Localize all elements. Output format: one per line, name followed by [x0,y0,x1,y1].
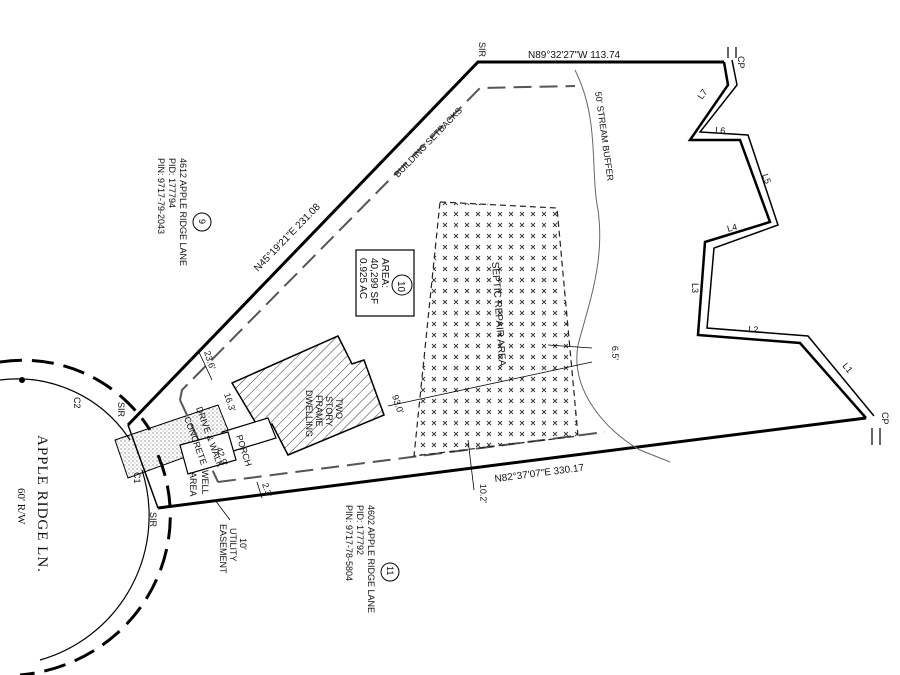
dwelling-label-4: DWELLING [304,390,314,437]
lot-11-address: 4602 APPLE RIDGE LANE [366,505,376,613]
road-name: APPLE RIDGE LN. [34,435,50,573]
property-boundary-south [157,416,867,510]
stream-buffer-label: 50' STREAM BUFFER [593,91,616,182]
lot-9-pin: PIN: 9717-79-2043 [156,158,166,234]
cp-bottom: CP [880,412,890,425]
easement-label-2: UTILITY [228,528,238,562]
dim-93-0: 93.0' [390,394,406,416]
cul-de-sac [0,358,172,675]
lot-10-circle [391,274,413,296]
lot-9-address: 4612 APPLE RIDGE LANE [178,158,188,266]
bearing-south: N82°37'07"E 330.17 [494,463,585,485]
bearing-north: N89°32'27"W 113.74 [528,50,621,61]
stream-line-l5: L5 [760,172,773,185]
lot-9-circle [192,212,212,232]
stream-line-l7: L7 [695,87,709,101]
curve-c1: C1 [132,472,142,484]
dwelling-label-3: FRAME [314,395,324,427]
easement-label-3: EASEMENT [218,524,228,574]
stream-line-l1: L1 [840,361,854,375]
stream-boundary [687,47,881,445]
bearing-northwest: N45°19'21"E 231.08 [252,201,323,274]
dwelling-label-2: STORY [324,396,334,427]
lot-10-area-ac: 0.925 AC [357,258,368,299]
lot-11-pin: PIN: 9717-78-5804 [344,505,354,581]
stream-line-l2: L2 [748,324,759,335]
lot-9-pid: PID: 177794 [167,158,177,208]
cp-top: CP [736,56,746,69]
stream-line-l3: L3 [690,283,700,293]
stream-line-l6: L6 [715,125,726,136]
dim-10-2: 10.2' [478,484,489,504]
lot-10-area-label: AREA: [379,258,390,288]
road-row: 60' R/W [15,488,27,525]
septic-repair-area [413,201,579,457]
well-label-2: AREA [188,472,198,497]
dimension-lines [197,344,593,521]
lot-10-area-sf: 40,299 SF [368,258,379,304]
dim-6-5: 6.5' [610,346,621,361]
sir-bottom: SIR [148,512,158,528]
setbacks-label: BUILDING SETBACKS [392,106,464,180]
lot-11-pid: PID: 177792 [355,505,365,555]
property-boundary [126,60,724,427]
lot-area-box [355,249,415,317]
sir-top: SIR [477,42,487,58]
dim-2-3: 2.3' [260,482,274,499]
sir-left: SIR [116,402,126,418]
building-setback-line [179,85,576,401]
dwelling-label-1: TWO [334,398,344,419]
lot-11-circle [380,562,400,582]
stream-line-l4: L4 [726,222,738,234]
well-label-1: WELL [200,470,210,495]
pin-marker [19,377,25,383]
lot-9-number: 9 [197,219,207,224]
curve-c2: C2 [72,397,82,409]
stream-buffer-line [574,69,671,463]
well-area [179,431,237,475]
lot-10-number: 10 [395,281,406,293]
easement-label-1: 10' [238,538,248,550]
dim-16-3: 16.3' [222,392,238,414]
lot-11-number: 11 [385,566,395,575]
